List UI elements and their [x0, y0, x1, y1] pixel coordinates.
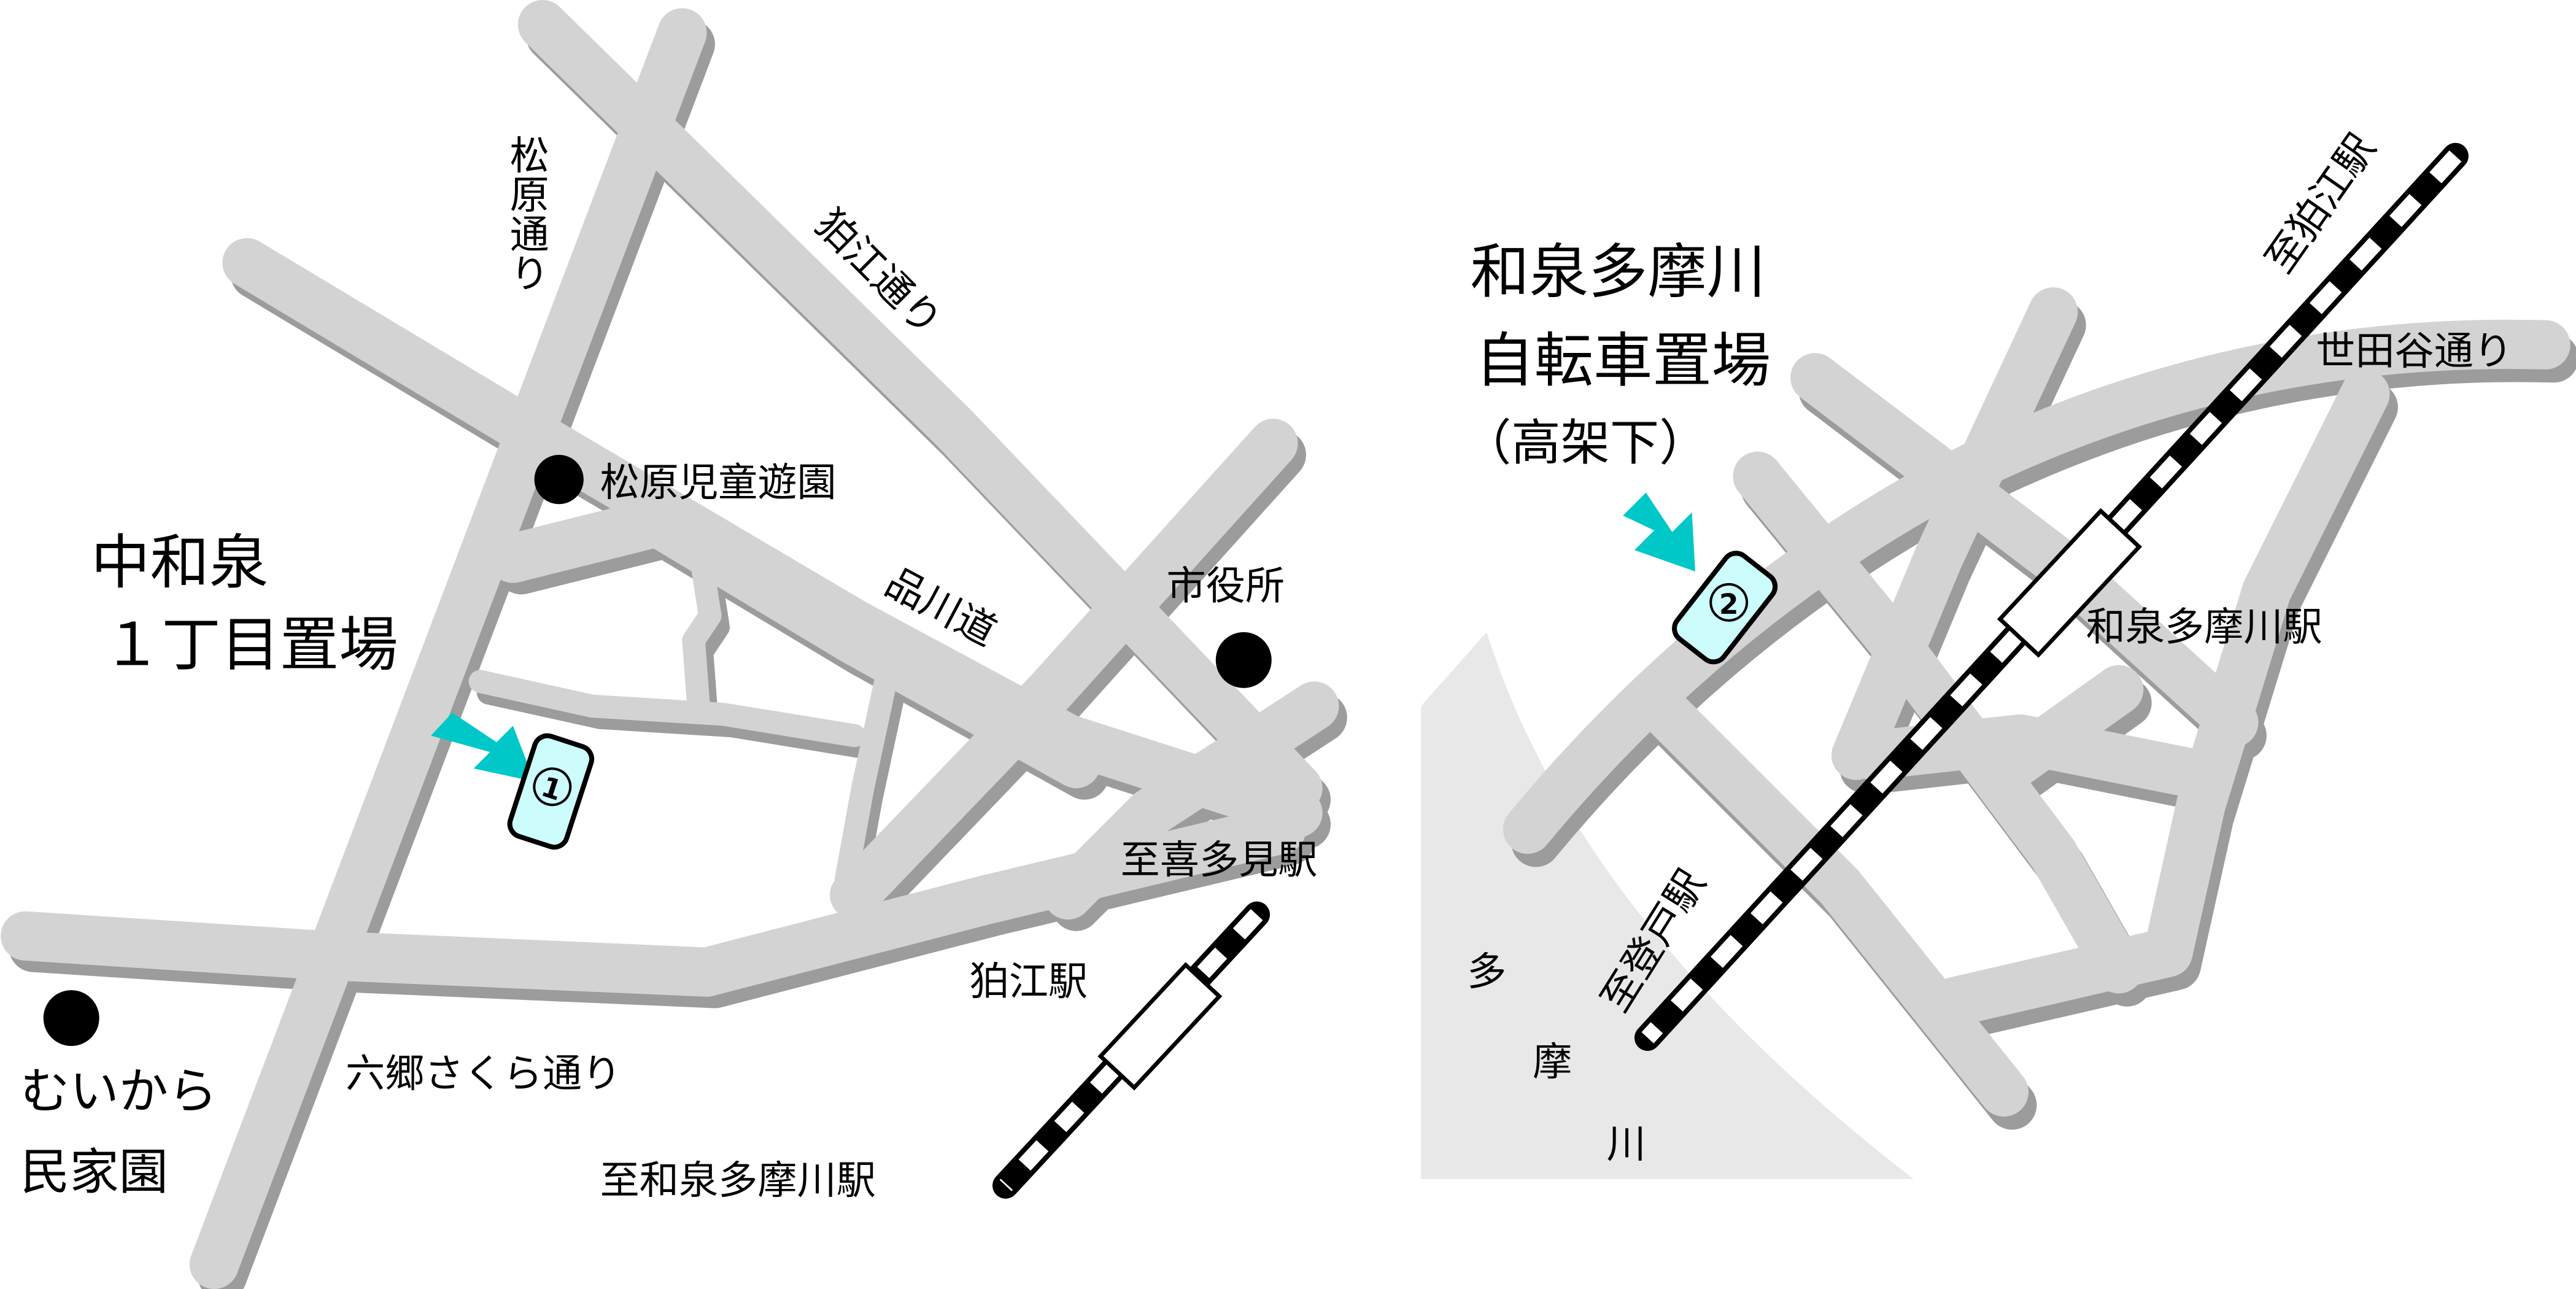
rail-line-right — [1634, 142, 2469, 1051]
landmark-minka-line2: 民家園 — [20, 1144, 168, 1201]
landmark-minka-line1: むいから — [20, 1063, 217, 1120]
left-title-line2: １丁目置場 — [102, 610, 398, 679]
right-title-line2: 自転車置場 — [1475, 327, 1770, 395]
parking-marker-2[interactable]: 2 — [1669, 548, 1780, 667]
left-map: 松原通り 狛江通り 品川道 六郷さくら通り 松原児童遊園 市役所 むいから 民家… — [20, 25, 1322, 1275]
minka-marker-icon — [43, 990, 99, 1047]
road-label-matsubara: 松原通り — [503, 134, 549, 292]
city-hall-marker-icon — [1215, 632, 1272, 688]
to-kitami-label: 至喜多見駅 — [1121, 837, 1318, 883]
arrow-icon — [431, 713, 535, 782]
station-label-komae: 狛江駅 — [970, 959, 1088, 1005]
marker-number-2: 2 — [1719, 588, 1739, 621]
parking-marker-1[interactable]: 1 — [506, 732, 595, 851]
right-map: 世田谷通り 和泉多摩川 自転車置場 （高架下） 2 和泉多摩川駅 至狛江駅 至登… — [1421, 126, 2554, 1179]
station-label-izumi-tamagawa: 和泉多摩川駅 — [2086, 604, 2323, 650]
landmark-park: 松原児童遊園 — [600, 460, 837, 506]
arrow-icon — [1623, 492, 1695, 571]
left-title-line1: 中和泉 — [91, 528, 268, 597]
road-label-setagaya: 世田谷通り — [2316, 328, 2513, 374]
station-komae — [1097, 962, 1223, 1091]
tama-river — [1421, 632, 1914, 1179]
road-label-rokugo: 六郷さくら通り — [346, 1051, 621, 1097]
right-title-line1: 和泉多摩川 — [1470, 238, 1765, 306]
rail-line-left — [992, 901, 1271, 1199]
park-marker-icon — [534, 455, 584, 505]
station-izumi-tamagawa — [1997, 508, 2143, 658]
river-label-char-2: 摩 — [1533, 1039, 1572, 1085]
to-izumi-tamagawa-label: 至和泉多摩川駅 — [600, 1158, 876, 1204]
landmark-city-hall: 市役所 — [1167, 563, 1285, 609]
right-title-line3: （高架下） — [1462, 414, 1708, 471]
river-label-char-1: 多 — [1467, 949, 1506, 995]
river-label-char-3: 川 — [1606, 1121, 1646, 1167]
